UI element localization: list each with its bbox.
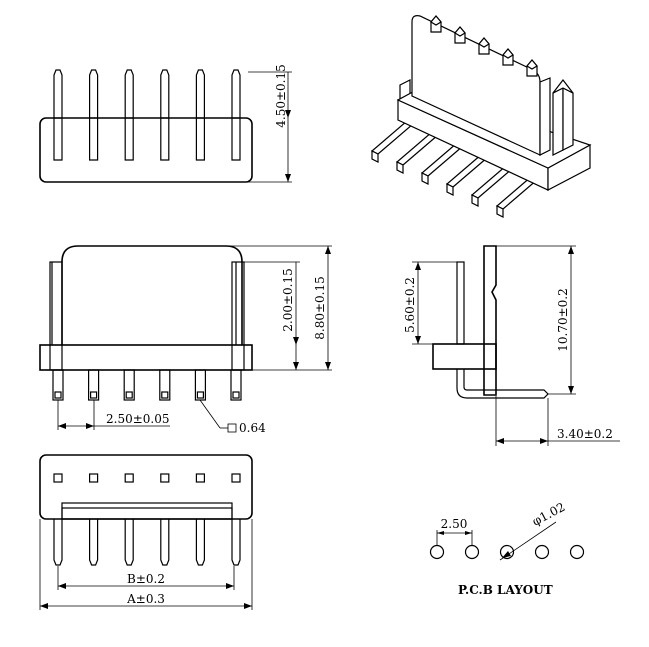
pcb-layout-label: P.C.B LAYOUT [458, 583, 553, 597]
isometric-pin [430, 15, 442, 33]
pcb-hole [569, 544, 585, 560]
dim-side-offset: 3.40±0.2 [557, 427, 613, 441]
top-view-pin [53, 69, 63, 161]
front-view-pin [123, 369, 135, 401]
pcb-layout: 2.50 φ1.02 P.C.B LAYOUT [429, 500, 585, 597]
bottom-view-pin [124, 473, 134, 566]
isometric-pin [478, 37, 490, 55]
top-view-pin [160, 69, 170, 161]
isometric-view [370, 15, 592, 218]
isometric-pin [502, 48, 514, 66]
bottom-view-body [39, 454, 253, 520]
dim-pcb-pitch: 2.50 [441, 517, 468, 531]
bottom-view-pin [88, 473, 99, 566]
front-view: 2.00±0.15 8.80±0.15 2.50±0.05 0.64 [39, 245, 332, 435]
pcb-hole [464, 544, 480, 560]
top-view: 4.50±0.15 [39, 64, 292, 183]
side-view-wall [483, 245, 497, 396]
bottom-view-pin [53, 473, 63, 566]
isometric-pin [454, 26, 466, 44]
dim-side-total: 10.70±0.2 [556, 288, 570, 352]
dim-a: A±0.3 [126, 592, 165, 606]
front-view-pin [159, 369, 171, 401]
pcb-hole [429, 544, 445, 560]
bottom-view-pin [231, 473, 241, 566]
front-view-pin [52, 369, 64, 401]
dim-side-height: 5.60±0.2 [403, 277, 417, 333]
bottom-view-pin [160, 473, 170, 566]
dim-b: B±0.2 [127, 572, 165, 586]
top-view-pin [89, 69, 99, 161]
dim-pcb-hole: φ1.02 [530, 500, 568, 529]
front-view-base [39, 344, 253, 371]
pcb-hole [499, 544, 515, 560]
dim-body-height: 2.00±0.15 [281, 268, 295, 332]
top-view-body [39, 117, 253, 183]
dim-top-height: 4.50±0.15 [274, 64, 288, 128]
dim-total-height: 8.80±0.15 [313, 276, 327, 340]
top-view-pin [124, 69, 134, 161]
top-view-pin [231, 69, 241, 161]
bottom-view-pin [195, 473, 205, 566]
bottom-view: B±0.2 A±0.3 [39, 454, 253, 610]
front-view-pin [87, 369, 100, 401]
top-view-pin [195, 69, 205, 161]
side-view: 5.60±0.2 10.70±0.2 3.40±0.2 [403, 245, 620, 446]
dim-pin-square: 0.64 [239, 421, 266, 435]
front-view-housing [61, 245, 243, 345]
front-view-pin [194, 369, 206, 401]
isometric-pin [526, 59, 538, 77]
dim-pitch: 2.50±0.05 [106, 412, 170, 426]
pcb-hole [534, 544, 550, 560]
front-view-pin [230, 369, 242, 401]
